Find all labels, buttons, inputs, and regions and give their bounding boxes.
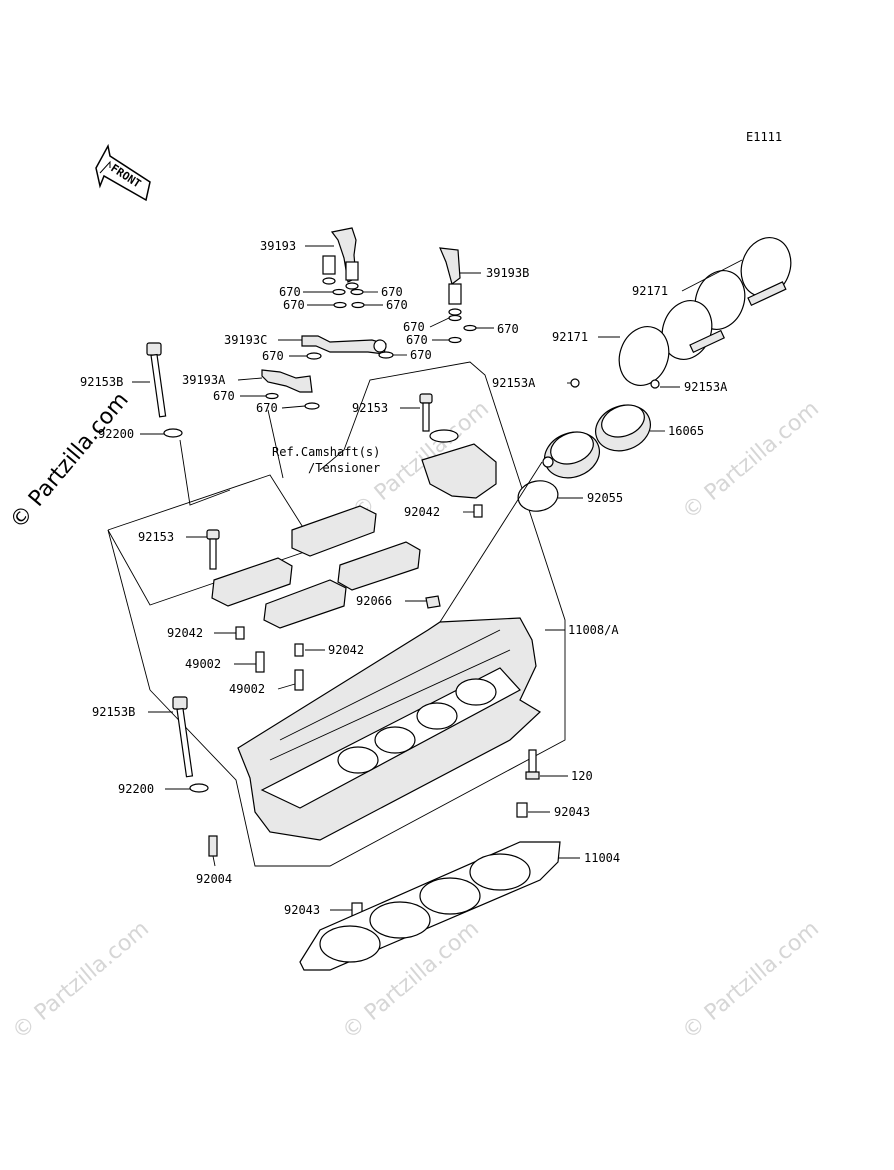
label-670-10: 670 (213, 389, 235, 403)
part-labels: 39193 39193B 670 670 670 670 670 670 670… (80, 239, 728, 917)
plug-92066 (425, 595, 441, 609)
label-670-4: 670 (386, 298, 408, 312)
dowel-92042-a (473, 504, 483, 518)
guide-49002-a (255, 651, 265, 673)
label-670-3: 670 (381, 285, 403, 299)
watermark-side: © Partzilla.com (5, 388, 133, 534)
dowel-92043-r (516, 802, 528, 818)
ref-note-line1: Ref.Camshaft(s) (272, 445, 380, 459)
bolt-92153b-top (146, 342, 167, 418)
label-670-1: 670 (279, 285, 301, 299)
washer-92200-top (163, 428, 183, 438)
washer-92200-low (189, 783, 209, 793)
ref-note-line2: /Tensioner (308, 461, 380, 475)
label-49002-b: 49002 (229, 682, 265, 696)
label-92055: 92055 (587, 491, 623, 505)
label-11004: 11004 (584, 851, 620, 865)
stud-92004 (208, 835, 218, 857)
cylinder-head-11008 (237, 617, 541, 841)
label-92042-a: 92042 (404, 505, 440, 519)
label-92153-left: 92153 (138, 530, 174, 544)
clamps-92171 (618, 237, 792, 386)
label-670-7: 670 (497, 322, 519, 336)
oil-pipe-39193b (439, 247, 462, 316)
oil-pipe-39193c (301, 335, 387, 355)
bolt-92153-top (419, 393, 433, 432)
dowel-92042-b (235, 626, 245, 640)
front-arrow-icon: FRONT (95, 143, 151, 202)
dowel-92042-c (294, 643, 304, 657)
label-11008a: 11008/A (568, 623, 619, 637)
label-670-2: 670 (283, 298, 305, 312)
o-rings (265, 288, 477, 410)
label-92153b-top: 92153B (80, 375, 123, 389)
label-120: 120 (571, 769, 593, 783)
label-92042-c: 92042 (328, 643, 364, 657)
leader-lines (132, 245, 743, 911)
label-92200-low: 92200 (118, 782, 154, 796)
label-92066: 92066 (356, 594, 392, 608)
label-92171-top: 92171 (632, 284, 668, 298)
label-92153a-left: 92153A (492, 376, 536, 390)
label-670-8: 670 (262, 349, 284, 363)
oil-pipe-39193 (322, 227, 359, 290)
bolt-92153b-low (172, 696, 194, 778)
label-92153-top: 92153 (352, 401, 388, 415)
label-92200-top: 92200 (98, 427, 134, 441)
label-92043-l: 92043 (284, 903, 320, 917)
bolts-92153a (570, 378, 660, 389)
label-16065: 16065 (668, 424, 704, 438)
watermark-4: © Partzilla.com (678, 916, 824, 1044)
head-gasket-11004 (299, 841, 561, 971)
label-670-6: 670 (406, 333, 428, 347)
holder-16065 (542, 404, 651, 479)
label-92004: 92004 (196, 872, 232, 886)
oil-pipe-39193a (261, 369, 313, 393)
diagram-code: E1111 (746, 130, 782, 144)
label-670-11: 670 (256, 401, 278, 415)
label-39193: 39193 (260, 239, 296, 253)
bolt-120 (525, 749, 540, 780)
watermark-2: © Partzilla.com (8, 916, 154, 1044)
label-49002-a: 49002 (185, 657, 221, 671)
camshaft-caps (211, 429, 497, 629)
label-92153a-right: 92153A (684, 380, 728, 394)
label-39193c: 39193C (224, 333, 267, 347)
label-92153b-low: 92153B (92, 705, 135, 719)
label-92171-mid: 92171 (552, 330, 588, 344)
guide-49002-b (294, 669, 304, 691)
label-670-5: 670 (403, 320, 425, 334)
label-39193a: 39193A (182, 373, 226, 387)
label-92042-b: 92042 (167, 626, 203, 640)
label-670-9: 670 (410, 348, 432, 362)
label-92043-r: 92043 (554, 805, 590, 819)
watermark-1: © Partzilla.com (678, 396, 824, 524)
label-39193b: 39193B (486, 266, 529, 280)
o-ring-92055 (517, 480, 559, 512)
bolt-92153-left (206, 529, 220, 570)
